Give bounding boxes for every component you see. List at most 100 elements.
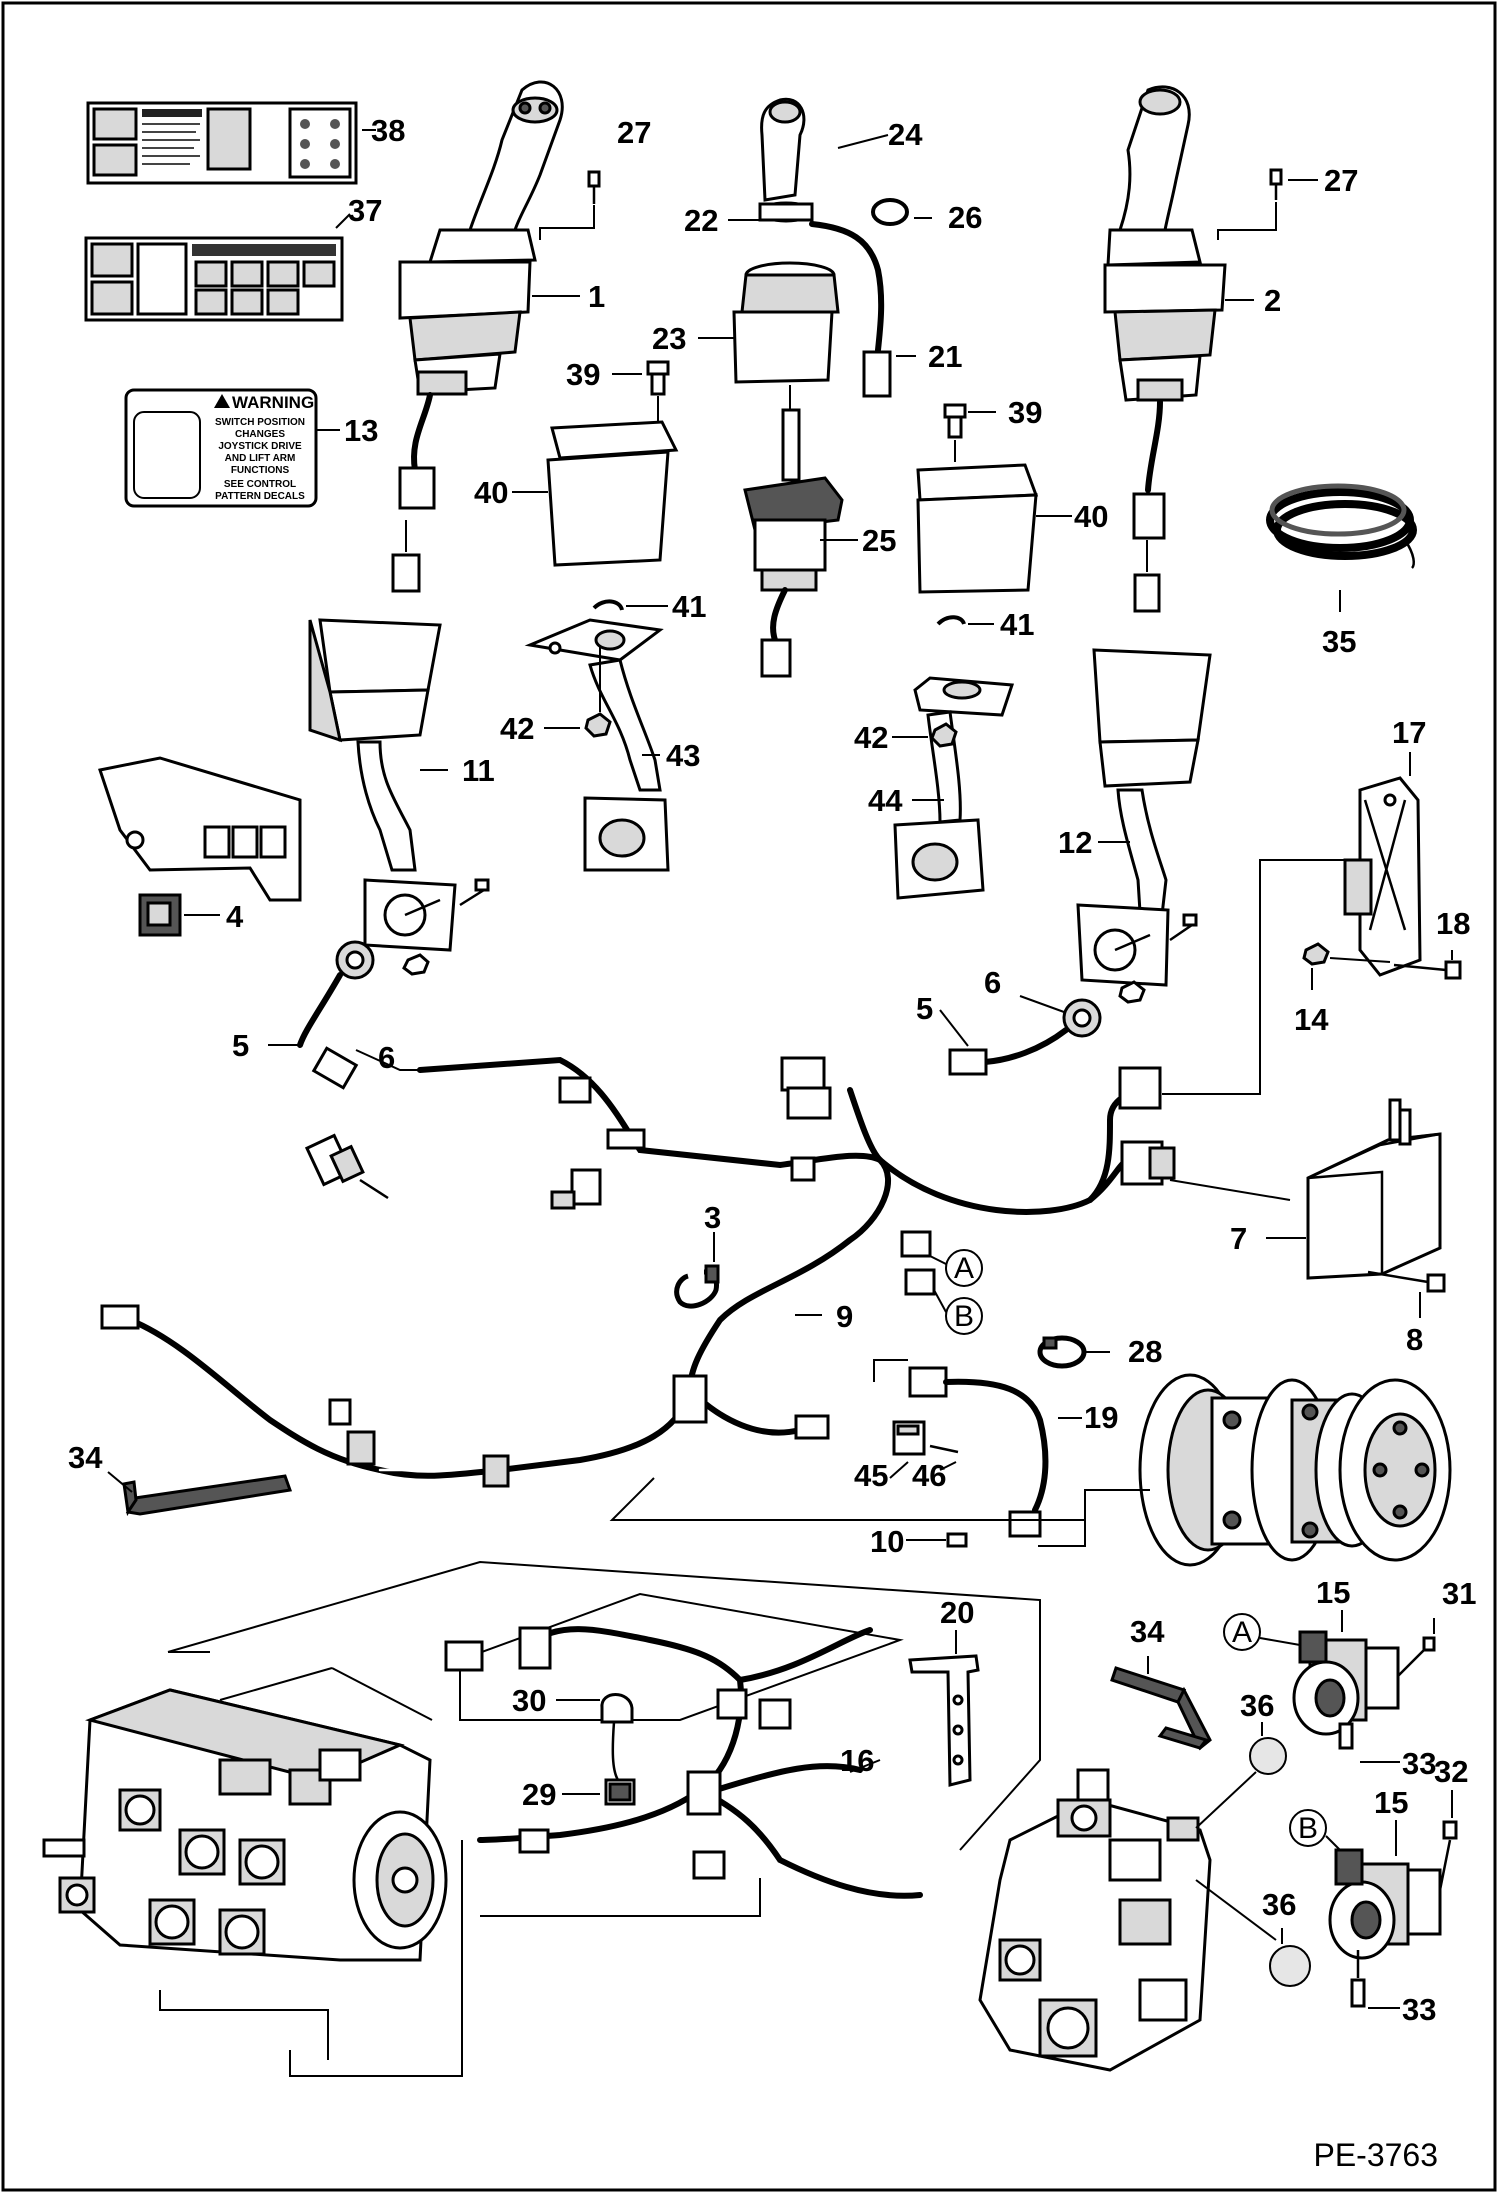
warning-line: FUNCTIONS [231, 465, 290, 476]
link-sensor-motor [1038, 1489, 1150, 1547]
callout-27-left: 27 [617, 115, 651, 150]
joystick-left-wires [411, 392, 433, 473]
cable-5-left [297, 972, 343, 1048]
joystick-right-wires [1145, 399, 1163, 493]
ref-circle-a-harness [945, 1249, 983, 1287]
link-14 [1329, 957, 1391, 963]
grommet-29 [604, 1778, 636, 1806]
switch-panel [98, 756, 302, 902]
leader-harness-to-7 [1169, 1179, 1291, 1201]
cable-21 [809, 221, 885, 353]
callout-35: 35 [1322, 624, 1356, 659]
nut-42-right [930, 722, 958, 748]
warning-line: AND LIFT ARM [225, 453, 296, 464]
controller-7 [1306, 1098, 1442, 1280]
callout-36-bottom: 36 [1262, 1887, 1296, 1922]
switch-body-25-wires [770, 587, 788, 643]
link-lower-to-pump-c [331, 1667, 433, 1721]
callout-10: 10 [870, 1524, 904, 1559]
callout-21: 21 [928, 339, 962, 374]
callout-34-right: 34 [1130, 1614, 1165, 1649]
callout-33-bottom: 33 [1402, 1992, 1436, 2027]
ref-a-harness: A [954, 1252, 974, 1285]
callout-8: 8 [1406, 1322, 1423, 1357]
leader-34-left [107, 1471, 133, 1493]
callout-9: 9 [836, 1299, 853, 1334]
callout-46: 46 [912, 1458, 946, 1493]
collar-22 [758, 201, 814, 223]
lower-harness-connector-top [518, 1626, 552, 1670]
link-lower-to-pump-e [480, 1878, 761, 1917]
solenoid-15-a [1292, 1630, 1400, 1750]
harness-connector-mid-left [570, 1168, 602, 1206]
screw-31 [1397, 1636, 1436, 1677]
link-lower-to-pump-f [159, 1990, 329, 2060]
drive-motor [1138, 1373, 1452, 1567]
callout-22: 22 [684, 203, 718, 238]
boot-40-left [546, 420, 679, 567]
callout-3: 3 [704, 1200, 721, 1235]
ref-b-motor: B [1298, 1812, 1318, 1845]
lower-harness-connector-mid [716, 1688, 748, 1720]
callout-37: 37 [348, 193, 382, 228]
callout-7: 7 [1230, 1221, 1247, 1256]
leader-27-right [1217, 202, 1277, 240]
ref-a-motor: A [1232, 1616, 1252, 1649]
callout-39-left: 39 [566, 357, 600, 392]
screw-32 [1438, 1820, 1458, 1891]
callout-29: 29 [522, 1777, 556, 1812]
callout-2: 2 [1264, 283, 1281, 318]
clamp-3-tab [704, 1264, 720, 1284]
leader-46 [939, 1461, 957, 1471]
callout-40-left: 40 [474, 475, 508, 510]
leader-45 [889, 1461, 909, 1479]
callout-32: 32 [1434, 1754, 1468, 1789]
lower-harness-connector-bottom [518, 1828, 550, 1854]
warning-line: SWITCH POSITION [215, 417, 305, 428]
link-19 [873, 1359, 908, 1382]
decal-38 [86, 101, 358, 185]
seal-36-top [1249, 1737, 1287, 1775]
cable-5-right [982, 1027, 1069, 1065]
link-valve-36a [1195, 1771, 1257, 1829]
callout-16: 16 [840, 1743, 874, 1778]
callout-14: 14 [1294, 1002, 1329, 1037]
joystick-center-24 [760, 97, 889, 202]
callout-38: 38 [371, 113, 405, 148]
harness-clip-2 [790, 1156, 816, 1182]
lower-harness-connector-right [758, 1698, 792, 1730]
harness-connector-b [904, 1268, 936, 1296]
cable-19-plug [908, 1366, 948, 1398]
callout-39-right: 39 [1008, 395, 1042, 430]
cable-5-left-plug [311, 1046, 359, 1090]
loose-connector [304, 1133, 389, 1200]
callout-43: 43 [666, 738, 700, 773]
cable-19 [943, 1378, 1049, 1513]
ref-b-harness: B [954, 1300, 974, 1333]
warning-line: CHANGES [235, 429, 285, 440]
callout-5-right: 5 [916, 991, 933, 1026]
joystick-right-plug [1132, 492, 1166, 540]
ref-circle-a-motor [1223, 1613, 1261, 1651]
callout-26: 26 [948, 200, 982, 235]
callout-6-left: 6 [378, 1040, 395, 1075]
lower-harness [444, 1592, 923, 1899]
figure-code: PE-3763 [1313, 2137, 1438, 2173]
harness-connector-to-19 [794, 1414, 830, 1440]
grommet-6-left [335, 940, 375, 980]
lower-harness-connector-left [444, 1640, 484, 1672]
decal-13-warning: WARNING SWITCH POSITION CHANGES JOYSTICK… [124, 388, 318, 508]
leader-16 [849, 1759, 881, 1773]
callout-15-a: 15 [1316, 1575, 1350, 1610]
harness-end-connector [100, 1304, 140, 1330]
sensor-10-body [1008, 1510, 1042, 1538]
rocker-switch-4 [138, 893, 182, 937]
callout-25: 25 [862, 523, 896, 558]
harness-connector-mid-left-b [550, 1190, 576, 1210]
callout-34-left: 34 [68, 1440, 103, 1475]
clamp-28 [1037, 1335, 1087, 1369]
clip-41-right [936, 615, 966, 626]
nut-14 [1302, 942, 1330, 966]
link-harness-to-pumps [167, 1560, 1041, 1851]
